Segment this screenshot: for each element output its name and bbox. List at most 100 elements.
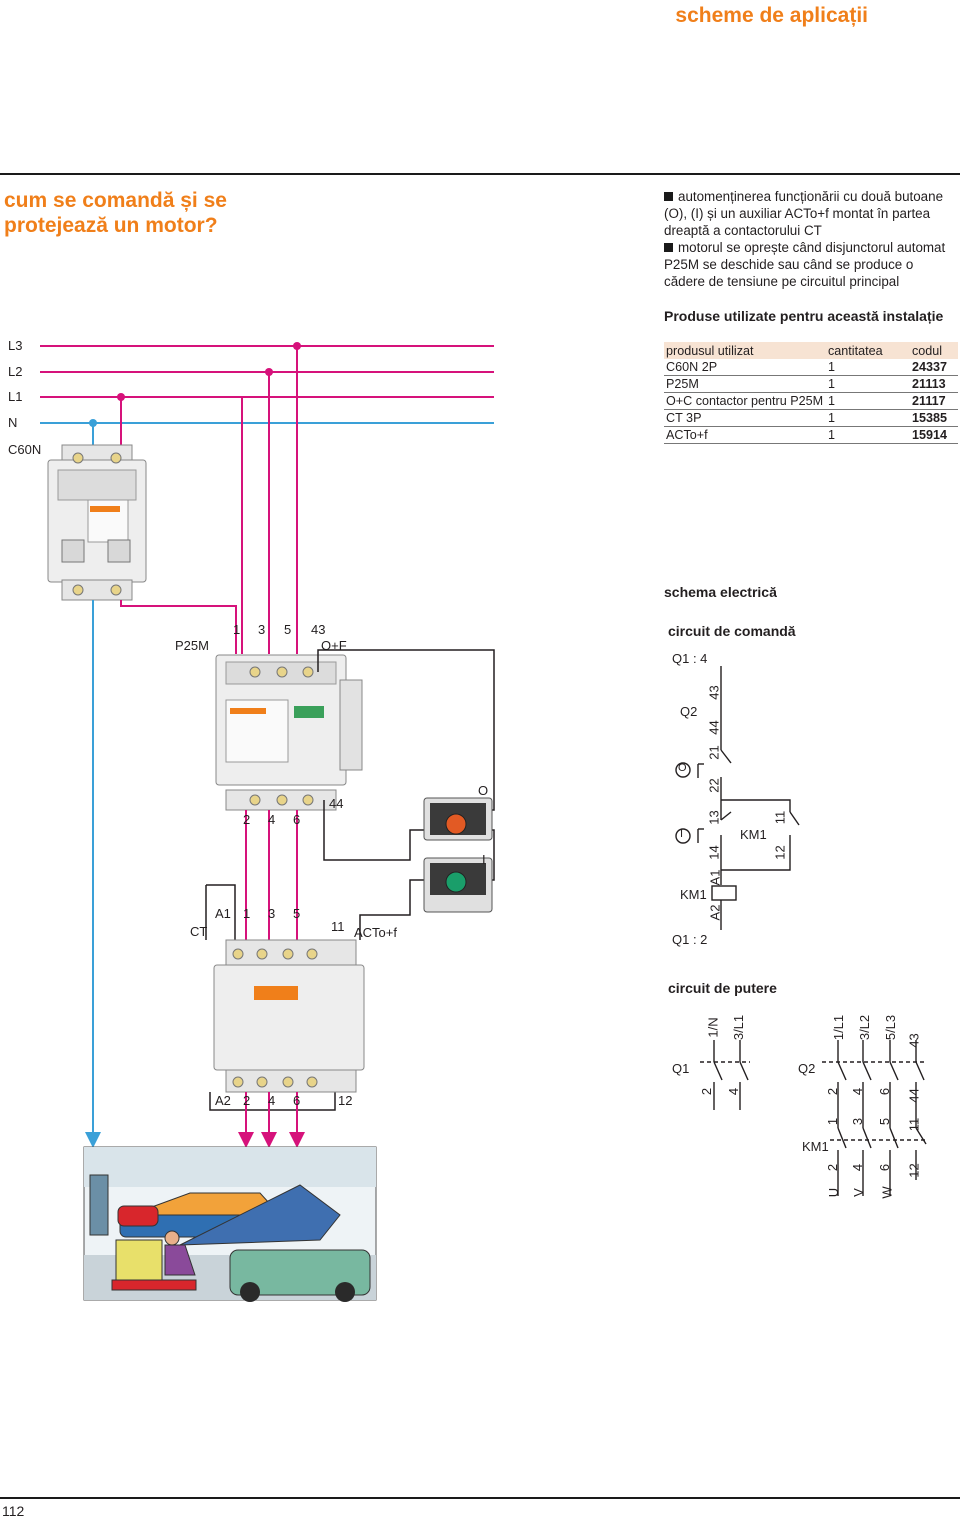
terminal-label: 1: [825, 1117, 841, 1126]
terminal-label: 1: [243, 906, 251, 921]
terminal-label: 12: [338, 1093, 353, 1108]
terminal-label: 4: [268, 812, 276, 827]
line-label: L3: [8, 338, 23, 353]
control-q1-top: Q1 : 4: [672, 651, 708, 666]
terminal-label: 2: [825, 1087, 841, 1096]
terminal-label: 21: [706, 745, 722, 760]
terminal-label: 6: [293, 812, 301, 827]
terminal-label: 3/L2: [857, 1014, 873, 1041]
terminal-label: 4: [850, 1087, 866, 1096]
terminal-label: 11: [772, 810, 788, 825]
line-L1: [40, 393, 494, 401]
terminal-label: 3/L1: [731, 1014, 747, 1041]
terminal-label: 44: [906, 1088, 922, 1103]
terminal-label: 2: [243, 812, 251, 827]
motor-terminal-label: V: [850, 1188, 866, 1197]
control-km1-aux: KM1: [740, 827, 767, 842]
push-button-o: [423, 797, 493, 841]
line-label: N: [8, 415, 18, 430]
control-wire: [209, 1092, 336, 1111]
terminal-label: 44: [329, 796, 344, 811]
terminal-label: 43: [906, 1033, 922, 1048]
terminal-label: 12: [772, 845, 788, 860]
garage-illustration: [83, 1146, 377, 1302]
terminal-label: 44: [706, 720, 722, 735]
button-i-label: I: [482, 852, 486, 867]
line-L3: [40, 342, 494, 350]
terminal-label: 5: [877, 1117, 893, 1126]
ct-label: CT: [190, 924, 208, 939]
terminal-label: A1: [215, 906, 231, 921]
power-km1: KM1: [802, 1139, 829, 1154]
control-q1-bottom: Q1 : 2: [672, 932, 708, 947]
motor-terminal-label: W: [879, 1186, 895, 1199]
description-item: motorul se oprește când disjunctorul aut…: [664, 240, 946, 289]
terminal-label: 43: [706, 685, 722, 700]
terminal-label: 22: [706, 778, 722, 793]
col-header: cantitatea: [826, 342, 910, 359]
c60n-breaker: [47, 444, 147, 601]
p25m-label: P25M: [175, 638, 209, 653]
line-L2: [40, 368, 494, 376]
power-q1: Q1: [672, 1061, 690, 1076]
control-wire: [323, 800, 430, 861]
power-circuit-schematic: [700, 1040, 927, 1196]
c60n-label: C60N: [8, 442, 42, 457]
table-header-row: produsul utilizat cantitatea codul: [664, 342, 958, 359]
button-o-symbol: O: [678, 762, 687, 774]
control-q2: Q2: [680, 704, 698, 719]
col-header: produsul utilizat: [664, 342, 826, 359]
terminal-label: 6: [877, 1163, 893, 1172]
col-header: codul: [910, 342, 958, 359]
terminal-label: 1/L1: [831, 1014, 847, 1041]
terminal-label: 11: [331, 919, 345, 934]
top-divider: [0, 173, 960, 175]
line-N: [40, 419, 494, 427]
bottom-divider: [0, 1497, 960, 1499]
page-header-title: scheme de aplicații: [675, 4, 868, 27]
products-table: produsul utilizat cantitatea codul C60N …: [664, 342, 958, 444]
push-button-i: [423, 857, 493, 913]
products-title: Produse utilizate pentru această instala…: [664, 308, 944, 324]
terminal-label: 14: [706, 845, 722, 860]
terminal-label: 4: [268, 1093, 276, 1108]
power-q2: Q2: [798, 1061, 816, 1076]
schema-title: schema electrică: [664, 584, 777, 600]
page-number: 112: [2, 1503, 25, 1519]
terminal-label: 6: [877, 1087, 893, 1096]
section-title: cum se comandă și se protejează un motor…: [4, 189, 227, 237]
control-circuit-schematic: [675, 666, 800, 930]
terminal-label: 13: [706, 810, 722, 825]
bullet-square-icon: [664, 243, 673, 252]
terminal-label: 43: [311, 622, 326, 637]
terminal-label: 2: [825, 1163, 841, 1172]
p25m-breaker: [215, 654, 363, 811]
aux-label: O+F: [321, 638, 347, 653]
terminal-label: A2: [215, 1093, 231, 1108]
control-km1-coil: KM1: [680, 887, 707, 902]
power-circuit-title: circuit de putere: [668, 980, 777, 996]
button-o-label: O: [478, 783, 489, 798]
terminal-label: 3: [258, 622, 266, 637]
ct-contactor: [213, 939, 365, 1093]
terminal-label: 4: [850, 1163, 866, 1172]
terminal-label: 11: [906, 1117, 922, 1132]
motor-terminal-label: U: [826, 1187, 842, 1198]
terminal-label: 5: [293, 906, 301, 921]
terminal-label: 5: [284, 622, 292, 637]
terminal-label: 1/N: [705, 1017, 721, 1038]
line-label: L1: [8, 389, 23, 404]
button-i-symbol: I: [680, 828, 684, 840]
control-wire: [206, 884, 236, 940]
terminal-label: 1: [233, 622, 241, 637]
terminal-label: 3: [850, 1117, 866, 1126]
line-label: L2: [8, 364, 23, 379]
control-circuit-title: circuit de comandă: [668, 623, 796, 639]
terminal-label: A1: [707, 869, 723, 886]
